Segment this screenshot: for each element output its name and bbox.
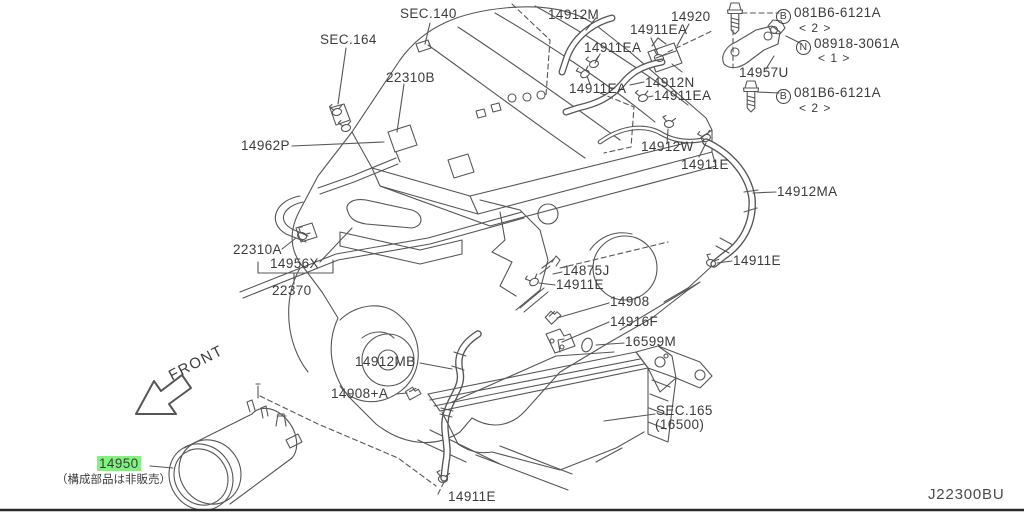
marker-n-icon: N	[796, 40, 811, 55]
tube-14912w	[600, 128, 702, 142]
front-arrow	[136, 375, 191, 414]
part-label-14911e-3[interactable]: 14911E	[556, 277, 604, 292]
fastener-qty-nut: < 1 >	[818, 51, 851, 65]
part-label-14912m[interactable]: 14912M	[548, 7, 600, 22]
solenoid-valves	[296, 38, 682, 274]
part-label-14957u[interactable]: 14957U	[739, 65, 789, 80]
dashed-reference-lines	[260, 4, 779, 494]
diagram-code: J22300BU	[928, 486, 1005, 503]
part-label-14912ma[interactable]: 14912MA	[777, 184, 838, 199]
section-label-sec164[interactable]: SEC.164	[320, 32, 377, 47]
part-label-22310a[interactable]: 22310A	[233, 242, 282, 257]
part-label-14908[interactable]: 14908	[610, 294, 650, 309]
section-ref-16500: (16500)	[655, 417, 705, 432]
part-label-14950-selected[interactable]: 14950	[97, 456, 141, 471]
hose-14912m	[562, 18, 612, 72]
fastener-qty-bolt-bottom: < 2 >	[799, 101, 832, 115]
part-label-14908a[interactable]: 14908+A	[331, 386, 389, 401]
part-label-14911ea-2[interactable]: 14911EA	[630, 22, 688, 37]
part-label-14962p[interactable]: 14962P	[241, 138, 290, 153]
part-label-14911ea-1[interactable]: 14911EA	[584, 40, 642, 55]
hose-14912ma	[706, 142, 758, 264]
part-label-14875j[interactable]: 14875J	[563, 263, 610, 278]
not-sold-separately-note: （構成部品は非販売）	[56, 474, 171, 486]
engine-block-outline	[289, 132, 712, 464]
section-label-sec140[interactable]: SEC.140	[400, 6, 457, 21]
hose-14912mb	[440, 334, 478, 478]
part-label-14912w[interactable]: 14912W	[641, 139, 694, 154]
marker-b-icon: B	[776, 9, 791, 24]
part-label-14911e-2[interactable]: 14911E	[733, 253, 781, 268]
part-label-22310b[interactable]: 22310B	[386, 70, 435, 85]
fastener-qty-bolt-top: < 2 >	[799, 21, 832, 35]
fastener-number: 081B6-6121A	[794, 5, 881, 20]
part-label-14911e-4[interactable]: 14911E	[448, 489, 496, 504]
leader-lines	[150, 18, 800, 468]
fastener-number: 081B6-6121A	[794, 85, 881, 100]
engine-intake-manifold	[352, 6, 716, 226]
cap-16599m	[580, 337, 594, 354]
highlight-14950: 14950	[97, 456, 141, 471]
evap-canister-14950	[156, 384, 302, 512]
part-label-14912n[interactable]: 14912N	[645, 75, 695, 90]
part-label-16599m[interactable]: 16599M	[625, 334, 677, 349]
part-label-14916f[interactable]: 14916F	[610, 314, 659, 329]
air-duct-assembly	[428, 329, 712, 490]
hose-14912n	[566, 62, 662, 112]
fastener-number: 08918-3061A	[814, 36, 900, 51]
part-label-14911ea-4[interactable]: 14911EA	[654, 88, 712, 103]
part-label-14956x[interactable]: 14956X	[270, 256, 319, 271]
section-label-sec165[interactable]: SEC.165	[656, 403, 713, 418]
marker-b-icon: B	[776, 89, 791, 104]
part-label-14911e-1[interactable]: 14911E	[681, 157, 729, 172]
part-label-14912mb[interactable]: 14912MB	[355, 354, 416, 369]
part-label-22370[interactable]: 22370	[272, 283, 312, 298]
part-label-14920[interactable]: 14920	[671, 9, 711, 24]
part-label-14911ea-3[interactable]: 14911EA	[569, 81, 627, 96]
